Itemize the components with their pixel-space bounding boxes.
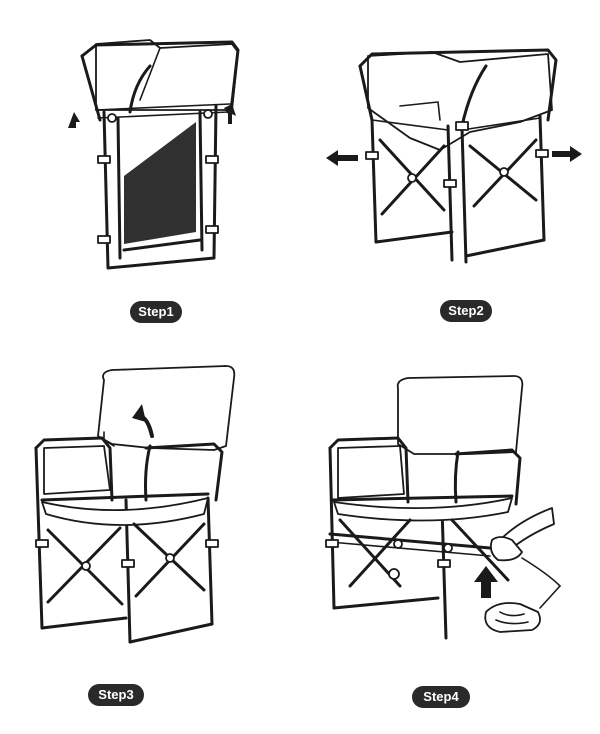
step4-badge: Step4 bbox=[412, 686, 470, 708]
arrow-up-icon bbox=[474, 566, 498, 598]
arrow-up-icon bbox=[224, 104, 236, 124]
step2-badge: Step2 bbox=[440, 300, 492, 322]
step3-badge: Step3 bbox=[88, 684, 144, 706]
hand-icon bbox=[484, 507, 561, 633]
step1-badge: Step1 bbox=[130, 301, 182, 323]
curved-arrow-icon bbox=[132, 404, 154, 438]
arrow-left-icon bbox=[326, 150, 358, 166]
arrow-right-icon bbox=[552, 146, 582, 162]
step4-chair-locking bbox=[325, 375, 561, 640]
step3-chair-back-raising bbox=[34, 365, 236, 644]
step2-opening-chair bbox=[326, 48, 582, 264]
arrow-up-icon bbox=[68, 112, 80, 128]
step1-folded-chair bbox=[68, 39, 240, 270]
